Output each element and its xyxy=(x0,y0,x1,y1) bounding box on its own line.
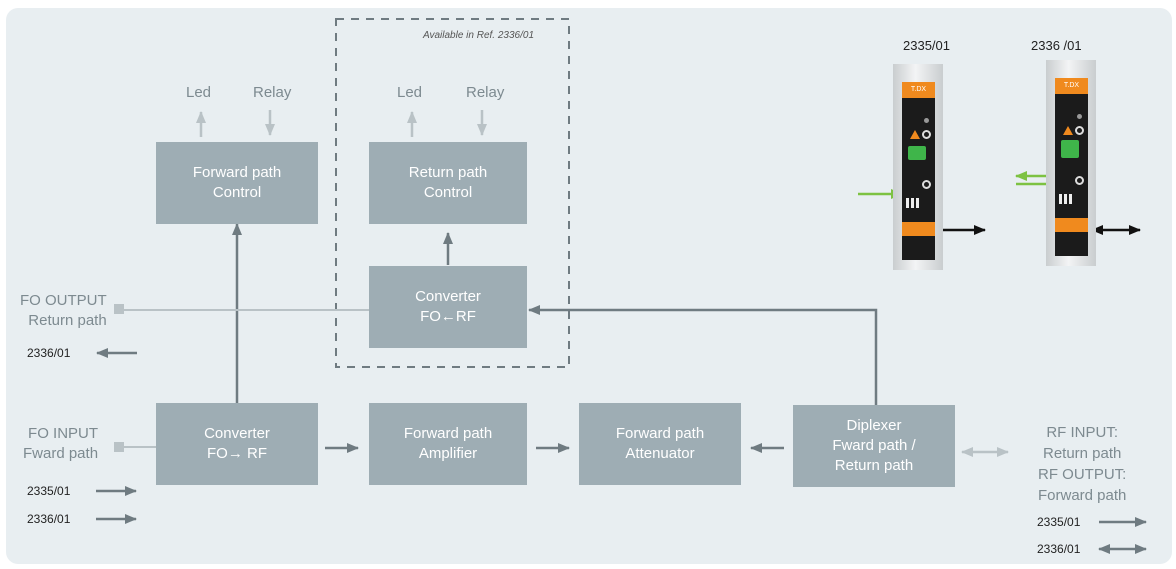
return-path-control-box: Return path Control xyxy=(369,142,527,224)
converter-return-line1: Converter xyxy=(415,288,481,305)
device-2335-warning-icon xyxy=(910,130,920,139)
return-relay-label: Relay xyxy=(466,84,505,101)
converter-forward-line2: FO→ RF xyxy=(207,445,267,462)
diplexer-line2: Fward path / xyxy=(832,437,916,454)
fo-input-label: FO INPUT Fward path xyxy=(23,424,98,464)
forward-control-line2: Control xyxy=(212,184,262,201)
return-control-line2: Control xyxy=(423,184,473,201)
fo-input-line2: Fward path xyxy=(23,445,99,462)
device-2335-image: T.DX xyxy=(893,64,943,270)
amplifier-line1: Forward path xyxy=(403,425,493,442)
device-2336-brand: T.DX xyxy=(1055,78,1088,94)
converter-fo-rf-return-box: Converter FO←RF xyxy=(369,266,527,348)
attenuator-line2: Attenuator xyxy=(625,445,695,462)
device-2335-connector-icon xyxy=(922,130,931,139)
converter-return-line2: FO←RF xyxy=(420,308,476,325)
return-led-label: Led xyxy=(397,84,423,101)
device-2335-brand: T.DX xyxy=(902,82,935,98)
diplexer-line1: Diplexer xyxy=(846,417,902,434)
diplexer-box: Diplexer Fward path / Return path xyxy=(793,405,955,487)
device-2335-label-strip xyxy=(902,222,935,236)
converter-forward-line1: Converter xyxy=(204,425,270,442)
device-2335-label: 2335/01 xyxy=(903,38,950,53)
rf-port-label: RF INPUT: Return path RF OUTPUT: Forward… xyxy=(1038,422,1126,506)
device-2335-fiber-port xyxy=(908,146,926,160)
rf-line2: Return path xyxy=(1042,445,1122,462)
available-note: Available in Ref. 2336/01 xyxy=(423,30,535,41)
forward-led-label: Led xyxy=(186,84,212,101)
device-2336-knob-icon xyxy=(1075,176,1084,185)
fo-output-label: FO OUTPUT Return path xyxy=(20,291,107,331)
device-2336-dip-switch-icon xyxy=(1059,194,1073,204)
forward-path-attenuator-box: Forward path Attenuator xyxy=(579,403,741,485)
device-2335-front-panel: T.DX xyxy=(902,82,935,260)
fo-output-port xyxy=(114,304,124,314)
fo-input-ref-2335: 2335/01 xyxy=(27,484,71,498)
rf-line1: RF INPUT: xyxy=(1046,424,1119,441)
device-2336-fiber-port xyxy=(1061,140,1079,158)
return-control-line1: Return path xyxy=(408,164,488,181)
device-2336-image: T.DX xyxy=(1046,60,1096,266)
forward-path-amplifier-box: Forward path Amplifier xyxy=(369,403,527,485)
rf-ref-2335: 2335/01 xyxy=(1037,515,1081,529)
device-2336-label-strip xyxy=(1055,218,1088,232)
device-2336-warning-icon xyxy=(1063,126,1073,135)
device-2336-connector-icon xyxy=(1075,126,1084,135)
fo-output-line1: FO OUTPUT xyxy=(20,292,107,309)
device-2336-front-panel: T.DX xyxy=(1055,78,1088,256)
fo-input-line1: FO INPUT xyxy=(28,425,99,442)
forward-relay-label: Relay xyxy=(253,84,292,101)
converter-fo-rf-forward-box: Converter FO→ RF xyxy=(156,403,318,485)
device-2336-label: 2336 /01 xyxy=(1031,38,1082,53)
device-2335-knob-icon xyxy=(922,180,931,189)
rf-line3: RF OUTPUT: xyxy=(1038,466,1127,483)
device-2335-dip-switch-icon xyxy=(906,198,920,208)
fo-output-ref: 2336/01 xyxy=(27,346,71,360)
amplifier-line2: Amplifier xyxy=(418,445,478,462)
device-2335-led-icon xyxy=(924,118,929,123)
forward-control-line1: Forward path xyxy=(192,164,282,181)
fo-input-port xyxy=(114,442,124,452)
optional-module-boundary xyxy=(335,18,570,368)
fo-output-line2: Return path xyxy=(28,312,107,329)
diplexer-line3: Return path xyxy=(834,457,914,474)
rf-ref-2336: 2336/01 xyxy=(1037,542,1081,556)
fo-input-ref-2336: 2336/01 xyxy=(27,512,71,526)
rf-line4: Forward path xyxy=(1038,487,1127,504)
forward-path-control-box: Forward path Control xyxy=(156,142,318,224)
attenuator-line1: Forward path xyxy=(615,425,705,442)
arrow-diplexer-to-converter-return xyxy=(528,305,878,405)
device-2336-led-icon xyxy=(1077,114,1082,119)
